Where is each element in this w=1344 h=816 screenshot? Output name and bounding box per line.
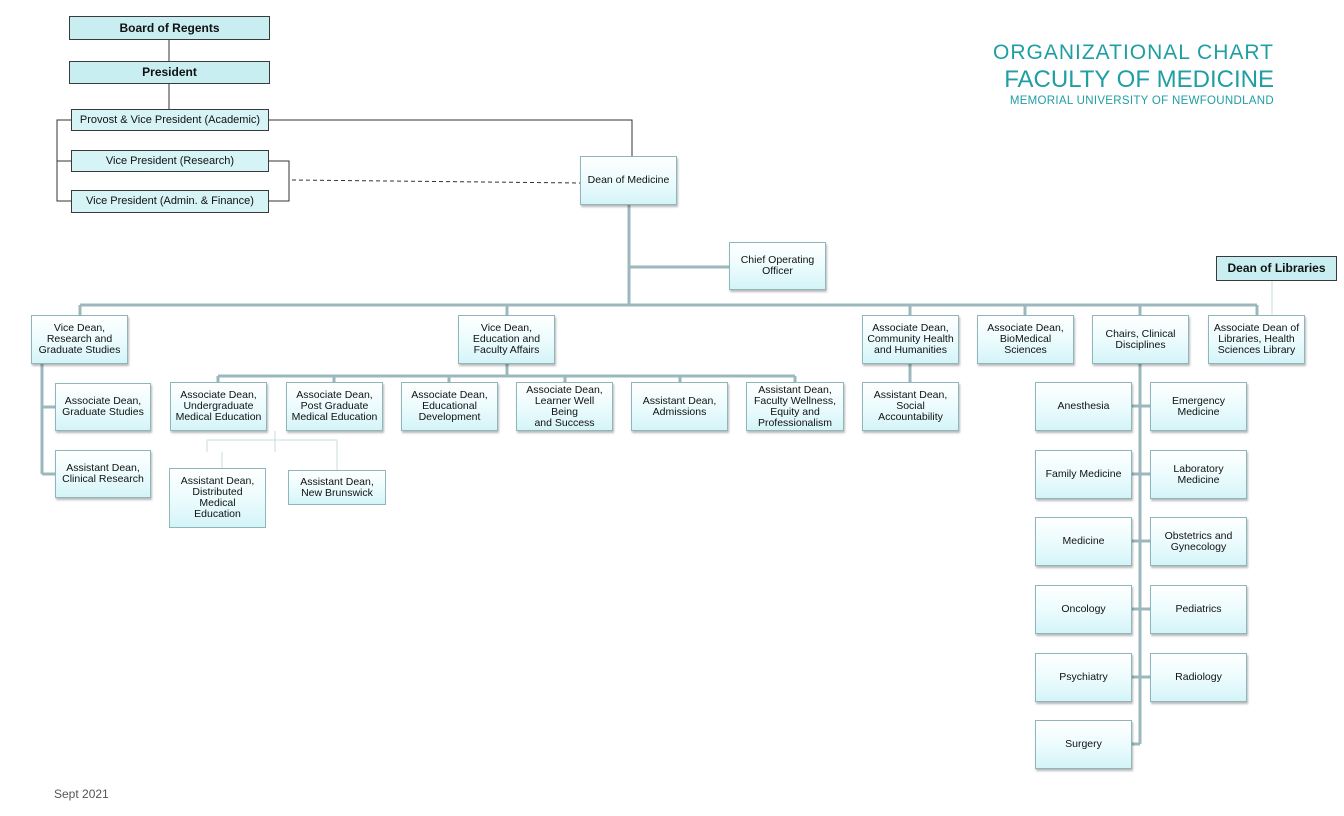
footer-date: Sept 2021 — [54, 787, 109, 801]
associate-dean-pgme-box: Associate Dean, Post Graduate Medical Ed… — [286, 382, 383, 431]
associate-dean-libraries-box: Associate Dean of Libraries, Health Scie… — [1208, 315, 1305, 364]
surgery-box: Surgery — [1035, 720, 1132, 769]
vp-research-box: Vice President (Research) — [71, 150, 269, 172]
vice-dean-research-box: Vice Dean, Research and Graduate Studies — [31, 315, 128, 364]
chief-operating-officer-box: Chief Operating Officer — [729, 242, 826, 290]
assistant-dean-distributed-medical-education-box: Assistant Dean, Distributed Medical Educ… — [169, 468, 266, 528]
pediatrics-box: Pediatrics — [1150, 585, 1247, 634]
associate-dean-graduate-studies-box: Associate Dean, Graduate Studies — [55, 383, 151, 431]
associate-dean-ugme-box: Associate Dean, Undergraduate Medical Ed… — [170, 382, 267, 431]
family-medicine-box: Family Medicine — [1035, 450, 1132, 499]
assistant-dean-social-accountability-box: Assistant Dean, Social Accountability — [862, 382, 959, 431]
university-name: MEMORIAL UNIVERSITY OF NEWFOUNDLAND — [1009, 95, 1274, 107]
dean-of-libraries-box: Dean of Libraries — [1216, 256, 1337, 281]
assistant-dean-new-brunswick-box: Assistant Dean, New Brunswick — [288, 470, 386, 505]
vp-admin-finance-box: Vice President (Admin. & Finance) — [71, 190, 269, 213]
emergency-medicine-box: Emergency Medicine — [1150, 382, 1247, 431]
board-of-regents-box: Board of Regents — [69, 16, 270, 40]
faculty-name: FACULTY OF MEDICINE — [1004, 66, 1274, 93]
psychiatry-box: Psychiatry — [1035, 653, 1132, 702]
assistant-dean-admissions-box: Assistant Dean, Admissions — [631, 382, 728, 431]
dean-of-medicine-box: Dean of Medicine — [580, 156, 677, 205]
laboratory-medicine-box: Laboratory Medicine — [1150, 450, 1247, 499]
associate-dean-biomedical-box: Associate Dean, BioMedical Sciences — [977, 315, 1074, 364]
oncology-box: Oncology — [1035, 585, 1132, 634]
vice-dean-education-box: Vice Dean, Education and Faculty Affairs — [458, 315, 555, 364]
president-box: President — [69, 61, 270, 84]
assistant-dean-faculty-wellness-box: Assistant Dean, Faculty Wellness, Equity… — [746, 382, 844, 431]
chairs-clinical-disciplines-box: Chairs, Clinical Disciplines — [1092, 315, 1189, 364]
assistant-dean-clinical-research-box: Assistant Dean, Clinical Research — [55, 450, 151, 498]
associate-dean-community-health-box: Associate Dean, Community Health and Hum… — [862, 315, 959, 364]
radiology-box: Radiology — [1150, 653, 1247, 702]
medicine-box: Medicine — [1035, 517, 1132, 566]
provost-box: Provost & Vice President (Academic) — [71, 109, 269, 131]
associate-dean-educational-development-box: Associate Dean, Educational Development — [401, 382, 498, 431]
obstetrics-gynecology-box: Obstetrics and Gynecology — [1150, 517, 1247, 566]
associate-dean-learner-wellbeing-box: Associate Dean, Learner Well Being and S… — [516, 382, 613, 431]
chart-title: ORGANIZATIONAL CHART — [993, 41, 1274, 64]
anesthesia-box: Anesthesia — [1035, 382, 1132, 431]
